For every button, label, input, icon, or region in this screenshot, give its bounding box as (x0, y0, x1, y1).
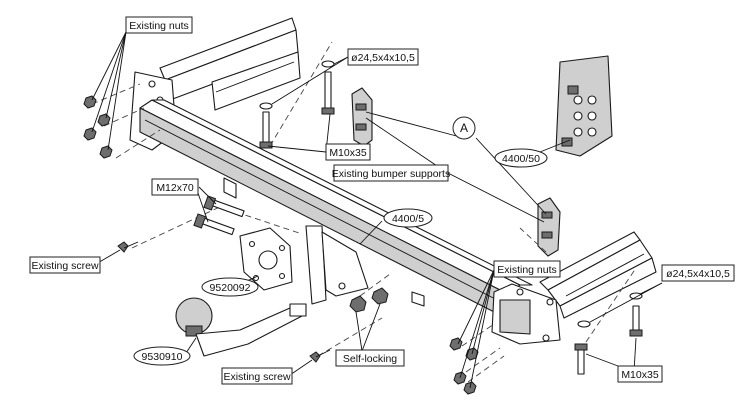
bumper-support-right (537, 197, 561, 257)
tow-ball-9530910 (175, 297, 307, 357)
svg-text:Existing nuts: Existing nuts (497, 264, 557, 276)
bracket-9520092 (239, 227, 293, 291)
label-ball-code: 9530910 (133, 346, 191, 366)
svg-text:9530910: 9530910 (142, 351, 183, 363)
label-existing-nuts-top: Existing nuts (125, 16, 193, 34)
screw-left (117, 241, 139, 253)
label-bolt-m10-top: M10x35 (325, 143, 371, 161)
svg-text:ø24,5x4x10,5: ø24,5x4x10,5 (666, 268, 730, 280)
right-chassis-rail (539, 231, 657, 319)
label-crossbar-code: 4400/5 (383, 208, 433, 228)
label-bolt-m10-bottom: M10x35 (617, 365, 663, 383)
svg-text:Self-locking: Self-locking (343, 353, 397, 365)
bar-lug-right (411, 291, 425, 307)
svg-text:9520092: 9520092 (210, 282, 251, 294)
bar-lug-left (223, 177, 237, 199)
washer-right (577, 292, 643, 328)
label-existing-screw-bottom: Existing screw (221, 367, 293, 385)
self-locking-nuts (349, 287, 389, 313)
assembly-guide-lines (91, 41, 637, 383)
label-detail-code: 4400/50 (494, 148, 548, 168)
label-bracket-code: 9520092 (201, 277, 259, 297)
left-chassis-rail (159, 17, 301, 111)
svg-text:4400/5: 4400/5 (392, 213, 424, 225)
label-existing-screw-left: Existing screw (29, 256, 101, 274)
leader-lines (91, 31, 663, 389)
right-mounting-plate (491, 283, 561, 345)
svg-text:Existing nuts: Existing nuts (129, 20, 189, 32)
svg-text:Existing screw: Existing screw (31, 260, 99, 272)
label-detail-a-marker: A (452, 116, 476, 140)
label-bumper-supports: Existing bumper supports (332, 164, 450, 182)
label-self-locking: Self-locking (335, 349, 405, 367)
detail-a-panel (555, 55, 613, 157)
svg-text:M10x35: M10x35 (329, 147, 367, 159)
washer-top (259, 60, 335, 110)
svg-text:4400/50: 4400/50 (502, 153, 540, 165)
center-bracket (305, 225, 369, 305)
label-washer-right: ø24,5x4x10,5 (661, 264, 735, 282)
bumper-support-left (351, 87, 373, 147)
svg-text:M12x70: M12x70 (156, 182, 194, 194)
bolt-m10-top (259, 71, 335, 149)
svg-text:Existing bumper supports: Existing bumper supports (332, 168, 450, 180)
svg-text:M10x35: M10x35 (621, 369, 659, 381)
label-existing-nuts-right: Existing nuts (493, 260, 561, 278)
screw-bottom (309, 349, 331, 363)
svg-text:ø24,5x4x10,5: ø24,5x4x10,5 (351, 52, 415, 64)
bolt-m10-bottom (574, 305, 643, 375)
label-bolt-m12: M12x70 (151, 178, 199, 196)
bolt-m12 (193, 195, 245, 236)
cross-bar (139, 99, 533, 319)
svg-text:A: A (460, 121, 468, 135)
label-washer-top: ø24,5x4x10,5 (347, 48, 419, 66)
svg-text:Existing screw: Existing screw (223, 371, 291, 383)
